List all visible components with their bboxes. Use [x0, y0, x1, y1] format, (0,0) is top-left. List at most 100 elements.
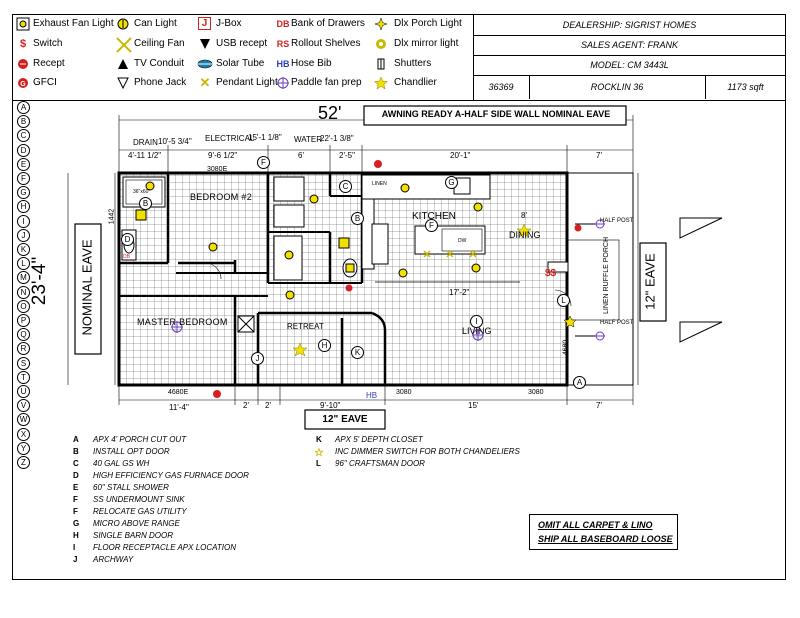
legend-label: Pendant Light [216, 77, 278, 88]
solar-tube-icon [197, 57, 213, 71]
electrical-dim: 15'-1 1/8" [248, 133, 282, 142]
legend-label: Can Light [134, 18, 177, 29]
room-kitchen: KITCHEN [412, 211, 456, 222]
water-label: WATER [294, 135, 322, 144]
mirror-light-icon [374, 37, 388, 51]
agent-label: SALES AGENT: FRANK [473, 35, 786, 56]
legend-label: USB recept [216, 38, 268, 49]
legend-label: Paddle fan prep [291, 77, 362, 88]
callout-letter-n: N [17, 285, 30, 299]
legend-label: Dlx mirror light [394, 38, 459, 49]
title-block: DEALERSHIP: SIGRIST HOMES SALES AGENT: F… [473, 15, 786, 101]
callout-letter-c: C [17, 129, 30, 143]
drawing-frame [12, 14, 786, 580]
top-dim: 2'-5" [339, 151, 355, 160]
top-dim: 4'-11 1/2" [128, 151, 162, 160]
note-text: FLOOR RECEPTACLE APX LOCATION [93, 543, 236, 552]
awning-title-box [363, 105, 627, 126]
bottom-note-line2: SHIP ALL BASEBOARD LOOSE [538, 534, 673, 544]
plan-db-label: DB [123, 254, 130, 260]
right-eave-box [639, 242, 667, 322]
callout-letter-b: B [17, 115, 30, 129]
legend-label: Ceiling Fan [134, 38, 185, 49]
top-dim: 6' [298, 151, 304, 160]
plan-name: ROCKLIN 36 [529, 75, 706, 99]
callout-letter-i: I [17, 214, 30, 228]
callout-letter-f: F [17, 172, 30, 185]
pendant-lights [423, 250, 477, 258]
mid-dim: 17'-2" [449, 288, 470, 297]
callout-letter-t: T [17, 370, 30, 384]
callout-letter-o: O [17, 299, 30, 313]
plan-callout-i: I [470, 315, 483, 328]
dealership-label: DEALERSHIP: SIGRIST HOMES [473, 15, 786, 36]
note-text: SS UNDERMOUNT SINK [93, 495, 185, 504]
legend-label: Dlx Porch Light [394, 18, 462, 29]
plan-callout-b: B [351, 212, 364, 225]
legend-label: Recept [33, 58, 65, 69]
half-post-label: HALF POST [600, 218, 634, 224]
bottom-dim: 2' [243, 401, 249, 410]
legend-label: GFCI [33, 77, 57, 88]
legend-divider [12, 100, 786, 101]
window-label: 4680E [168, 389, 189, 396]
plan-callout-h: H [318, 339, 331, 352]
callout-letter-v: V [17, 399, 30, 413]
usb-recept-icon [198, 37, 212, 51]
hose-bib-icon: HB [276, 59, 290, 69]
awning-marker-bottom [679, 321, 723, 343]
callout-letter-j: J [17, 228, 30, 242]
window-label: 3080 [528, 389, 544, 396]
note-key: J [73, 555, 78, 564]
drain-label: DRAIN [133, 138, 158, 147]
room-bedroom2: BEDROOM #2 [190, 192, 253, 202]
note-key: C [73, 459, 79, 468]
info-divider [473, 15, 474, 101]
room-living: LIVING [462, 326, 492, 336]
plan-sqft: 1173 sqft [727, 82, 764, 92]
note-text: MICRO ABOVE RANGE [93, 519, 180, 528]
plan-hose-bib: HB [366, 391, 378, 400]
plan-callout-j: J [251, 352, 264, 365]
bottom-note-box: OMIT ALL CARPET & LINO SHIP ALL BASEBOAR… [529, 514, 678, 550]
note-text: APX 4' PORCH CUT OUT [93, 435, 187, 444]
callout-letter-r: R [17, 342, 30, 356]
chandelier-icon [373, 76, 389, 90]
plan-number: 36369 [473, 75, 530, 99]
callout-letter-s: S [17, 356, 30, 370]
plan-callout-c: C [339, 180, 352, 193]
legend-label: Chandlier [394, 77, 437, 88]
info-bottom-row: 36369 ROCKLIN 36 1173 sqft [473, 75, 786, 99]
legend-label: Phone Jack [134, 77, 187, 88]
room-porch: LINEN RUFFLE PORCH [603, 236, 611, 315]
rollout-shelves-icon: RS [276, 39, 290, 49]
callout-letter-x: X [17, 427, 30, 441]
chandelier-icon: ☆ [314, 447, 324, 459]
note-key: D [73, 471, 79, 480]
note-key: A [73, 435, 79, 444]
callout-letter-g: G [17, 186, 30, 200]
callout-letter-w: W [17, 413, 30, 427]
paddle-fans [171, 219, 605, 341]
dw-label: DW [458, 238, 467, 244]
awning-marker-top [679, 217, 723, 239]
plan-callout-g: G [445, 176, 458, 189]
legend-label: Switch [33, 38, 63, 49]
callout-letter-a: A [17, 101, 30, 114]
shutters-icon [374, 57, 388, 71]
bottom-dim: 11'-4" [169, 403, 189, 412]
callout-letter-k: K [17, 243, 30, 256]
plan-callout-b: B [139, 197, 152, 210]
note-key: E [73, 483, 79, 492]
porch-light-icon [374, 17, 388, 31]
room-dining: DINING [509, 230, 541, 240]
note-text: ARCHWAY [93, 555, 134, 564]
right-eave-label: 12" EAVE [642, 253, 658, 310]
bottom-eave-box [304, 409, 386, 430]
overall-depth: 23'-4" [29, 256, 51, 306]
note-text: INC DIMMER SWITCH FOR BOTH CHANDELIERS [335, 447, 520, 456]
room-master: MASTER BEDROOM [137, 317, 228, 327]
linen-label: LINEN [372, 181, 387, 187]
ceiling-fan-icon [116, 37, 132, 53]
